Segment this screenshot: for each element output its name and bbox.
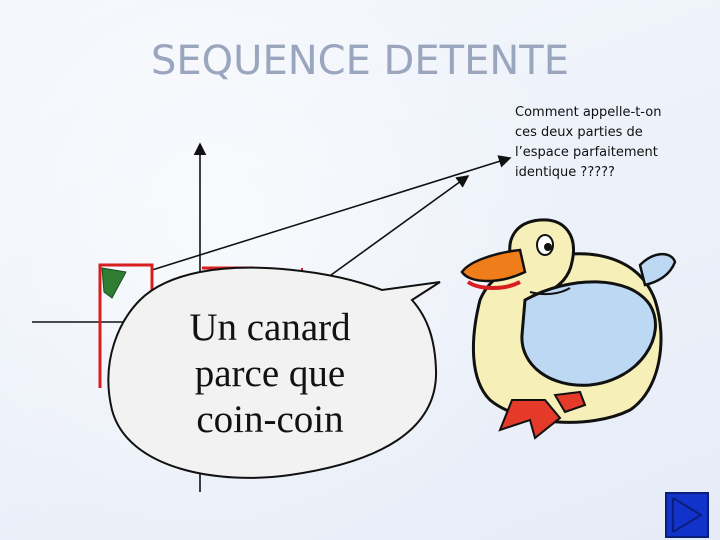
question-text: Comment appelle-t-on ces deux parties de… — [515, 103, 705, 183]
question-line: l’espace parfaitement — [515, 145, 658, 160]
duck-cartoon-icon — [460, 218, 677, 440]
question-line: Comment appelle-t-on — [515, 105, 662, 120]
bubble-line: coin-coin — [196, 398, 344, 441]
bubble-line: parce que — [194, 352, 346, 395]
question-line: identique ????? — [515, 165, 615, 180]
bubble-line: Un canard — [189, 306, 351, 349]
next-slide-icon — [672, 497, 703, 533]
next-slide-button[interactable] — [665, 492, 709, 538]
speech-bubble — [107, 266, 441, 479]
slide-title: SEQUENCE DETENTE — [151, 38, 569, 84]
bubble-text: Un canard parce que coin-coin — [158, 305, 382, 443]
question-line: ces deux parties de — [515, 125, 643, 140]
